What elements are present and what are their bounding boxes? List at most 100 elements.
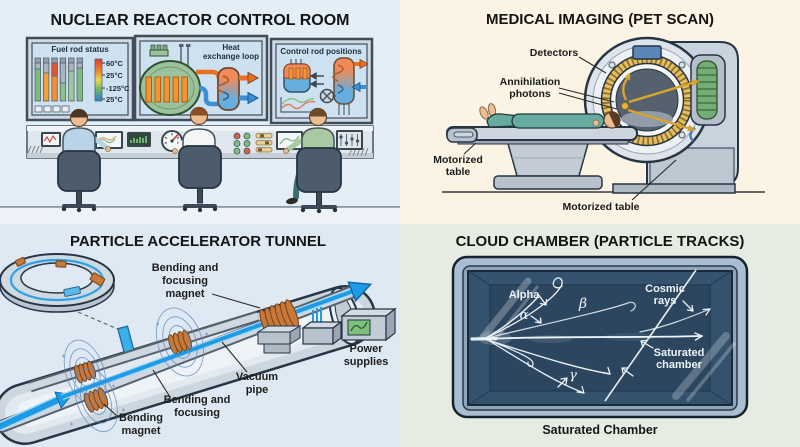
temperature-scale: 60°C 25°C -125°C 25°C [94, 58, 130, 104]
upper-vacuum-pipe [28, 310, 260, 393]
rod-position-arrows [309, 72, 324, 88]
label-gamma-symbol: γ [569, 368, 577, 383]
patient-torso [511, 113, 605, 129]
label-power-supplies-line1: Power [349, 343, 383, 355]
heat-loop-title-line1: Heat [222, 43, 240, 52]
operator-hair [309, 108, 327, 117]
power-supply-box-terminal [301, 320, 343, 346]
accelerator-title: PARTICLE ACCELERATOR TUNNEL [70, 233, 326, 250]
operator-chair-3 [296, 147, 342, 214]
label-saturated-chamber-line2: chamber [656, 359, 703, 371]
label-bending-focusing-magnet-line3: magnet [165, 288, 204, 300]
monitor-heat-exchange-loop: Heat exchange loop [133, 34, 269, 122]
patient-hand [592, 119, 600, 127]
valve-icon [319, 88, 336, 104]
patient [479, 103, 621, 129]
bore-floor [621, 111, 673, 127]
monitor-control-rod-positions: Control rod positions [269, 37, 374, 125]
coil-mount [256, 325, 302, 354]
label-saturated-chamber-line1: Saturated [654, 347, 705, 359]
table-base [493, 175, 603, 190]
side-detector-panel [690, 54, 726, 126]
panel-cloud-chamber: CLOUD CHAMBER (PARTICLE TRACKS) [400, 224, 800, 447]
gantry-display [632, 45, 662, 60]
temp-scale-label-4: 25°C [106, 95, 123, 104]
fuel-rod-status-title: Fuel rod status [51, 45, 109, 54]
console-edge-hatch-right [348, 147, 369, 157]
particle-tracks [470, 269, 711, 402]
label-bending-focusing-magnet-line2: focusing [162, 275, 208, 287]
label-annihilation-line1: Annihilation [500, 76, 561, 88]
label-cosmic-rays-line1: Cosmic [645, 283, 685, 295]
operator-hair [70, 109, 88, 118]
label-beta-symbol: β [578, 296, 587, 312]
magnet-coil-mid [168, 329, 192, 355]
pet-annotations: Detectors Annihilation photons Motorized… [433, 47, 677, 213]
patient-foot [479, 106, 489, 120]
label-bending-focusing-line2: focusing [174, 407, 220, 419]
label-cosmic-rays-line2: rays [654, 295, 677, 307]
console-slider-switches [255, 133, 273, 153]
label-bending-focusing-magnet-line1: Bending and [152, 262, 219, 274]
fuel-rods [145, 76, 188, 103]
panel-accelerator-tunnel: PARTICLE ACCELERATOR TUNNEL [0, 224, 400, 447]
accelerator-annotations: Bending and focusing magnet Vacuum pipe … [103, 262, 389, 437]
operator-chair-1 [57, 150, 101, 213]
pointer-arrows [530, 293, 694, 388]
label-vacuum-pipe-line1: Vacuum [236, 371, 278, 383]
label-bending-magnet-line2: magnet [121, 425, 160, 437]
console-edge-hatch-left [27, 145, 44, 154]
exchanger-column [332, 57, 369, 115]
label-motorized-table-bottom: Motorized table [562, 201, 639, 213]
cloud-title: CLOUD CHAMBER (PARTICLE TRACKS) [456, 233, 745, 250]
cold-flow-arrow [247, 91, 260, 105]
control-rod-vessel [283, 59, 311, 93]
cloud-annotations: Alpha α β γ Cosmic rays Saturated chambe… [509, 283, 705, 437]
label-vacuum-pipe-line2: pipe [246, 384, 269, 396]
console-screen-bars [127, 132, 151, 147]
label-bending-magnet-line1: Bending [119, 412, 163, 424]
ring-magnet [89, 272, 106, 287]
heat-loop-title-line2: exchange loop [203, 52, 259, 61]
label-detectors: Detectors [530, 47, 579, 59]
magnet-coil-lower-left [83, 387, 109, 413]
fuel-rod-bars [34, 57, 83, 102]
patient-hair [608, 112, 620, 128]
hot-flow-arrow [247, 71, 260, 85]
operator-chair-2 [178, 145, 222, 213]
label-alpha-word: Alpha [509, 289, 540, 301]
operator-hair [190, 107, 208, 116]
fuel-rod-id-boxes [34, 105, 70, 113]
temp-scale-label-2: 25°C [106, 71, 123, 80]
temp-scale-label-1: 60°C [106, 59, 123, 68]
magnetic-field-lines [62, 307, 208, 433]
annihilation-point [621, 102, 629, 110]
console-fader-panel [336, 130, 363, 150]
label-annihilation-line2: photons [509, 88, 551, 100]
ring-magnet [14, 256, 26, 267]
monitor-fuel-rod-status: Fuel rod status 60°C 25°C -125°C 25°C [25, 36, 135, 122]
panel-reactor-control-room: NUCLEAR REACTOR CONTROL ROOM Fuel rod st… [0, 0, 400, 224]
trend-chart [280, 97, 316, 113]
beam-arrow [0, 281, 373, 432]
control-rods-title: Control rod positions [280, 47, 362, 56]
glass-glare [480, 277, 736, 402]
reactor-vessel [139, 44, 201, 116]
panel-pet-scan: MEDICAL IMAGING (PET SCAN) [400, 0, 800, 224]
annihilation-photon-arrows [621, 71, 700, 132]
cosmic-ray-line [604, 269, 697, 402]
label-power-supplies-line2: supplies [344, 356, 389, 368]
cloud-chamber-caption: Saturated Chamber [542, 423, 657, 437]
reactor-title: NUCLEAR REACTOR CONTROL ROOM [51, 12, 350, 29]
console-screen-waveform [41, 132, 61, 147]
gantry-pedestal [612, 183, 736, 194]
console-button-panel [233, 132, 251, 155]
cutaway-connector [77, 311, 121, 331]
power-supply-box-display [340, 307, 397, 342]
ring-rf-cavity [63, 286, 81, 297]
label-motorized-table-left-line2: table [446, 166, 471, 178]
ring-magnet [55, 260, 67, 268]
heat-exchanger [217, 67, 240, 111]
heat-exchanger-loop-pipes [196, 67, 260, 111]
